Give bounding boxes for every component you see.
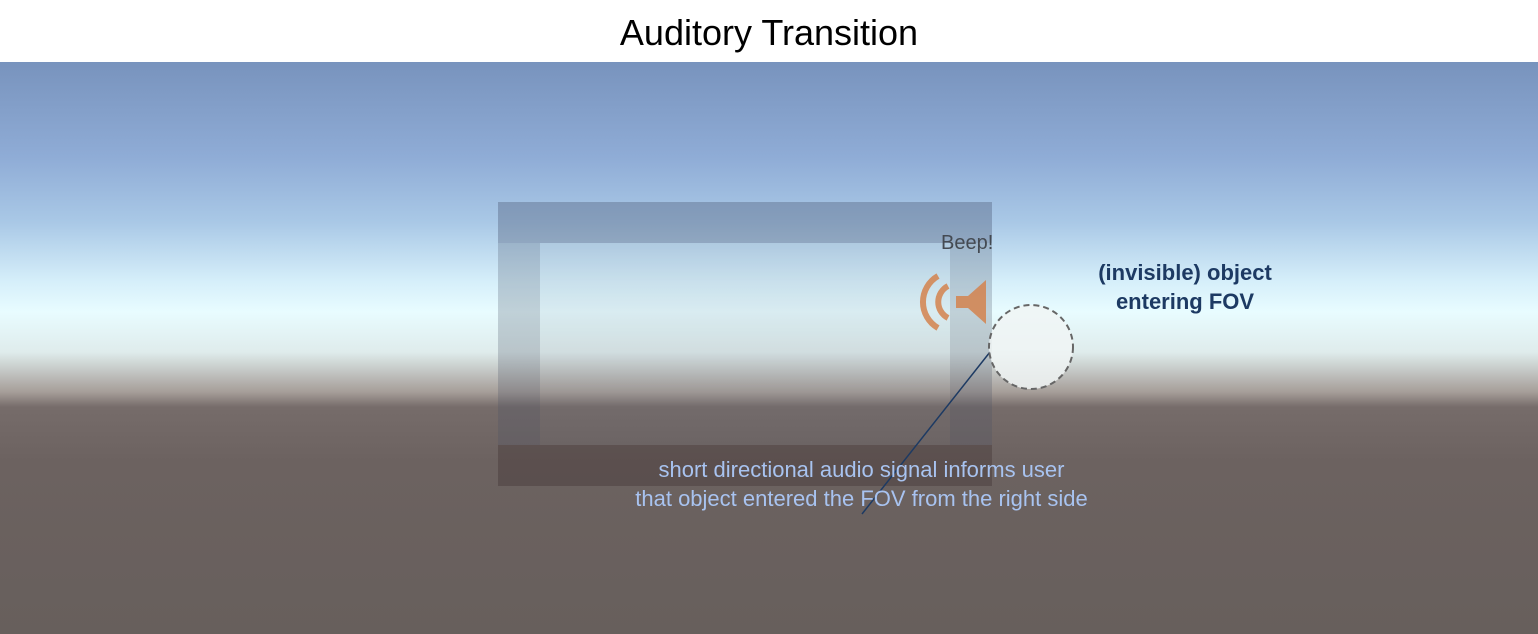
caption-line-2: that object entered the FOV from the rig… bbox=[635, 486, 1088, 511]
object-label-line-2: entering FOV bbox=[1115, 289, 1255, 314]
fov-frame-bottom bbox=[498, 445, 992, 486]
leader-line bbox=[861, 351, 991, 515]
speaker-icon bbox=[919, 273, 986, 331]
fov-viewport bbox=[540, 243, 950, 445]
page-title: Auditory Transition bbox=[619, 12, 919, 53]
caption-line-1: short directional audio signal informs u… bbox=[658, 457, 1065, 482]
invisible-object-circle bbox=[988, 304, 1074, 390]
fov-frame-top bbox=[498, 202, 992, 243]
object-label-line-1: (invisible) object bbox=[1098, 260, 1272, 285]
caption: short directional audio signal informs u… bbox=[590, 455, 1133, 513]
vr-scene bbox=[0, 62, 1538, 634]
scene-overlay bbox=[861, 273, 1074, 515]
beep-label: Beep! bbox=[941, 232, 994, 254]
fov-frame-right bbox=[950, 243, 992, 445]
fov-frame-left bbox=[498, 243, 540, 445]
fov-frame bbox=[498, 202, 992, 486]
object-label: (invisible) object entering FOV bbox=[1080, 258, 1290, 316]
